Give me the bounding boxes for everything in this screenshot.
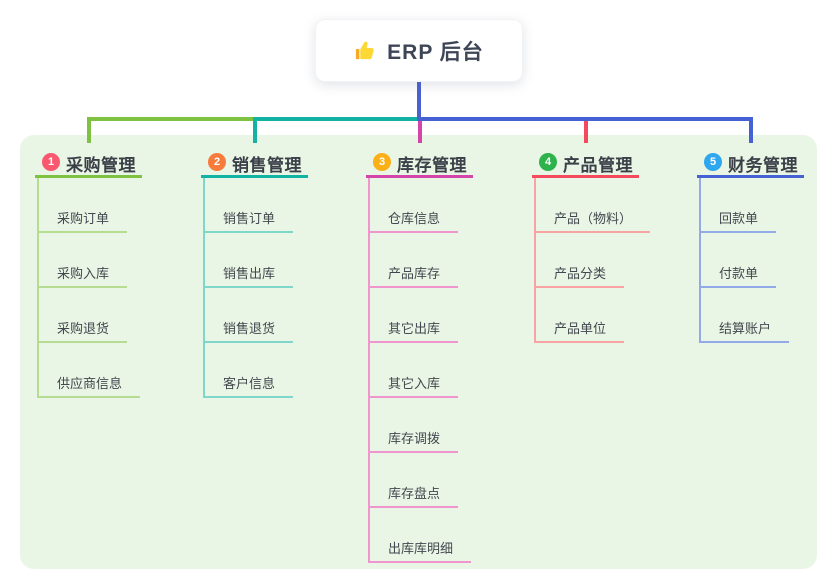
connector-horizontal-branch-5 (417, 117, 753, 121)
leaf-node[interactable]: 库存盘点 (388, 486, 441, 501)
leaf-node[interactable]: 产品库存 (388, 266, 441, 281)
branch-sub-vertical-line (37, 178, 39, 398)
leaf-underline (368, 341, 458, 343)
branch-number-badge: 3 (373, 153, 391, 171)
leaf-underline (203, 341, 293, 343)
branch-number-badge: 2 (208, 153, 226, 171)
branch-title-underline (366, 175, 473, 178)
leaf-underline (368, 286, 458, 288)
leaf-underline (37, 396, 140, 398)
leaf-node[interactable]: 销售出库 (223, 266, 276, 281)
leaf-underline (37, 341, 127, 343)
leaf-node[interactable]: 出库库明细 (388, 541, 454, 556)
branch-title-underline (201, 175, 308, 178)
leaf-underline (368, 561, 471, 563)
leaf-node[interactable]: 销售订单 (223, 211, 276, 226)
root-node-label: ERP 后台 (387, 40, 484, 64)
branch-node-2[interactable]: 销售管理 (232, 156, 302, 175)
branch-number-badge: 4 (539, 153, 557, 171)
connector-drop-branch-4 (584, 117, 588, 143)
connector-horizontal-branch-2 (253, 117, 421, 121)
branches-panel (20, 135, 817, 569)
leaf-node[interactable]: 库存调拨 (388, 431, 441, 446)
leaf-underline (368, 506, 458, 508)
branch-sub-vertical-line (368, 178, 370, 563)
leaf-underline (534, 286, 624, 288)
leaf-node[interactable]: 仓库信息 (388, 211, 441, 226)
thumbs-up-icon (356, 41, 374, 60)
leaf-node[interactable]: 采购订单 (57, 211, 110, 226)
leaf-node[interactable]: 采购入库 (57, 266, 110, 281)
leaf-node[interactable]: 其它出库 (388, 321, 441, 336)
branch-node-4[interactable]: 产品管理 (563, 156, 633, 175)
branch-number-badge: 1 (42, 153, 60, 171)
leaf-node[interactable]: 采购退货 (57, 321, 110, 336)
leaf-node[interactable]: 产品（物料） (554, 211, 633, 226)
leaf-underline (203, 231, 293, 233)
branch-title-underline (697, 175, 804, 178)
leaf-underline (699, 341, 789, 343)
leaf-underline (203, 396, 293, 398)
leaf-underline (368, 451, 458, 453)
root-node[interactable]: ERP 后台 (315, 19, 523, 82)
leaf-underline (368, 396, 458, 398)
connector-root-stem (417, 82, 421, 121)
branch-node-1[interactable]: 采购管理 (66, 156, 136, 175)
leaf-underline (534, 231, 650, 233)
branch-sub-vertical-line (203, 178, 205, 398)
leaf-underline (534, 341, 624, 343)
branch-sub-vertical-line (699, 178, 701, 343)
leaf-node[interactable]: 产品分类 (554, 266, 607, 281)
leaf-node[interactable]: 供应商信息 (57, 376, 123, 391)
branch-node-3[interactable]: 库存管理 (397, 156, 467, 175)
leaf-node[interactable]: 付款单 (719, 266, 759, 281)
connector-drop-branch-5 (749, 117, 753, 143)
leaf-underline (699, 286, 776, 288)
connector-drop-branch-3 (418, 117, 422, 143)
leaf-node[interactable]: 结算账户 (719, 321, 772, 336)
leaf-underline (37, 286, 127, 288)
branch-number-badge: 5 (704, 153, 722, 171)
branch-sub-vertical-line (534, 178, 536, 343)
leaf-underline (203, 286, 293, 288)
leaf-node[interactable]: 产品单位 (554, 321, 607, 336)
connector-drop-branch-1 (87, 117, 91, 143)
leaf-underline (699, 231, 776, 233)
branch-node-5[interactable]: 财务管理 (728, 156, 798, 175)
connector-drop-branch-2 (253, 117, 257, 143)
branch-title-underline (35, 175, 142, 178)
leaf-node[interactable]: 回款单 (719, 211, 759, 226)
leaf-node[interactable]: 销售退货 (223, 321, 276, 336)
branch-title-underline (532, 175, 639, 178)
leaf-underline (37, 231, 127, 233)
leaf-underline (368, 231, 458, 233)
leaf-node[interactable]: 其它入库 (388, 376, 441, 391)
leaf-node[interactable]: 客户信息 (223, 376, 276, 391)
